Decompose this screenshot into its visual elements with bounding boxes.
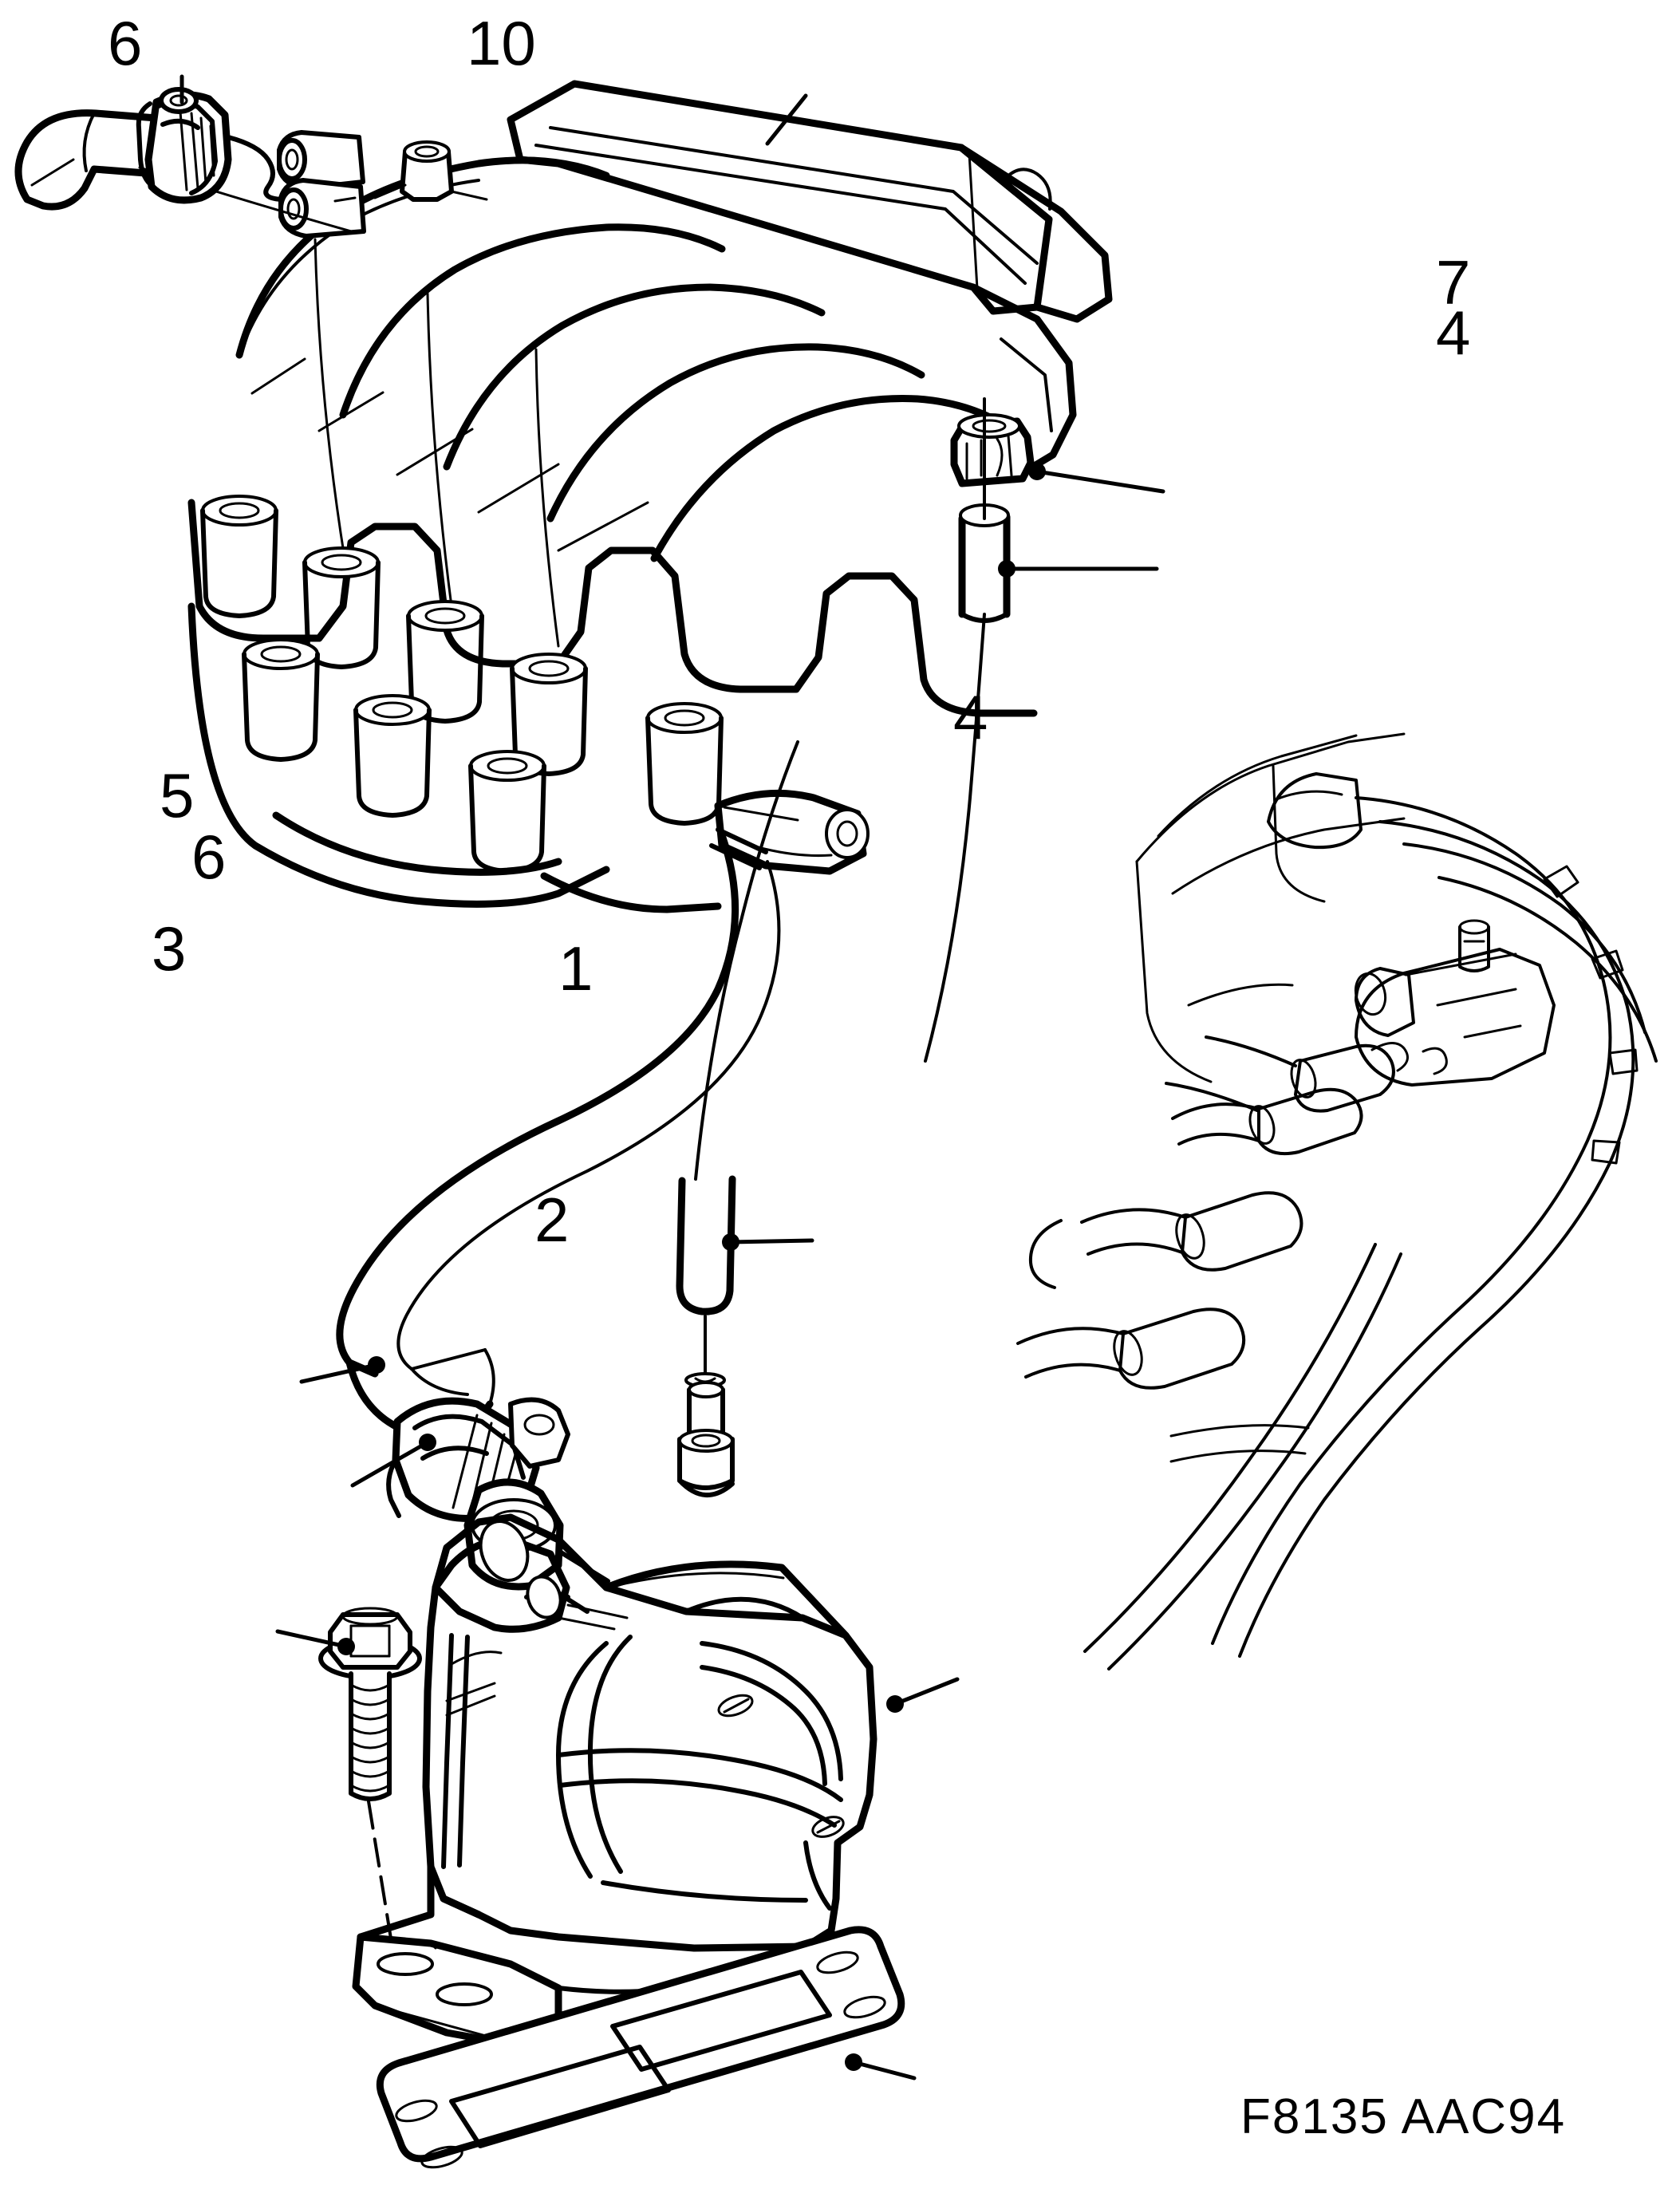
callout-7-label: 7 — [1436, 247, 1470, 318]
callout-3-label: 3 — [152, 913, 186, 984]
housing-top-stub — [677, 1381, 735, 1497]
vent-hose-upper-assembly — [924, 397, 1035, 1063]
callout-10-label: 10 — [467, 8, 536, 78]
callout-7: 7 — [1028, 247, 1470, 494]
callout-6-top: 6 — [108, 8, 184, 105]
callout-2: 2 — [534, 1185, 917, 2081]
manifold-vacuum-stubs — [277, 130, 366, 239]
callout-2-label: 2 — [534, 1185, 569, 1255]
callout-1-label: 1 — [558, 933, 593, 1004]
callout-4-top-label: 4 — [1436, 298, 1470, 368]
reference-code: F8135 AAC94 — [1240, 2089, 1566, 2144]
upper-hose-and-clamp — [14, 87, 283, 211]
callout-5-label: 5 — [160, 760, 194, 830]
hose-connector-clip — [950, 413, 1035, 487]
callout-4-mid: 4 — [722, 682, 988, 1251]
manifold-stud-boss — [373, 140, 488, 202]
callout-6-lower-label: 6 — [191, 822, 226, 892]
callout-1: 1 — [558, 933, 960, 1713]
callout-10: 10 — [467, 8, 808, 146]
callout-5: 5 — [160, 760, 385, 1384]
spark-plug-boots — [1016, 1035, 1395, 1390]
intake-manifold — [138, 80, 1113, 913]
callout-4-mid-label: 4 — [953, 682, 988, 752]
manifold-flange-bosses — [200, 437, 1018, 874]
flange-bolt — [318, 1607, 422, 1940]
callout-6-lower: 6 — [191, 822, 436, 1488]
hose-clamp-upper — [136, 87, 232, 204]
callout-4-top: 4 — [998, 298, 1470, 578]
engine-ht-leads-phantom — [1016, 732, 1658, 1670]
callout-3: 3 — [152, 913, 355, 1655]
crankcase-hose — [336, 834, 781, 1441]
callout-6-top-label: 6 — [108, 8, 142, 78]
callouts-layer: 6 10 7 4 4 — [108, 8, 1470, 2081]
gasket — [376, 1926, 905, 2169]
